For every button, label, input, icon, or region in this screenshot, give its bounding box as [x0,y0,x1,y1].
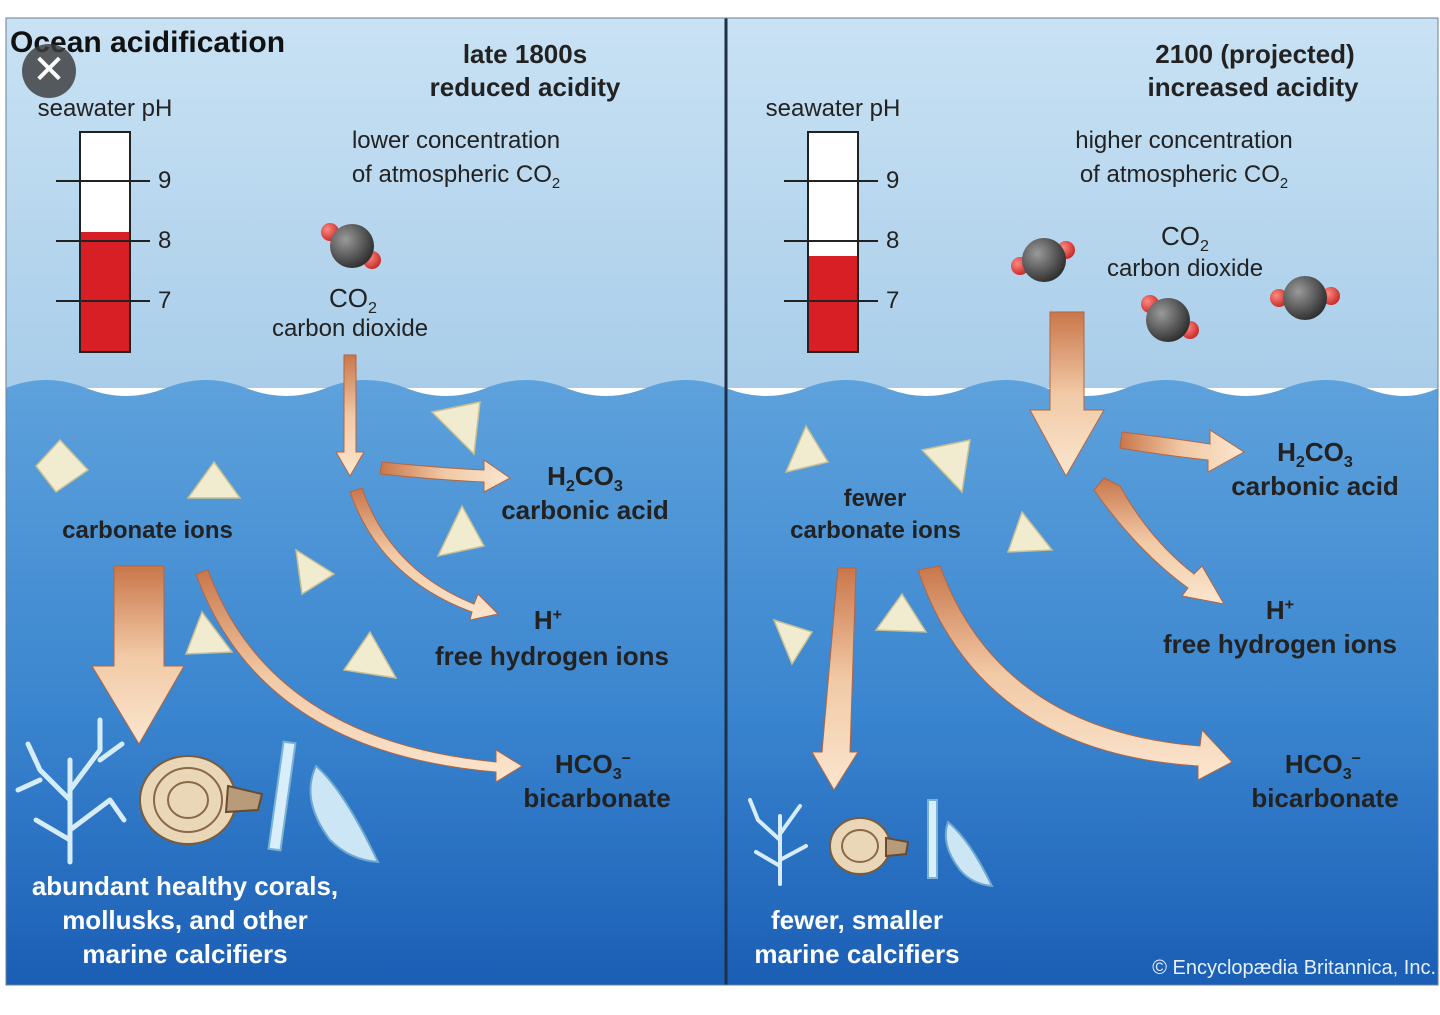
right-acid-formula: H2CO3 [1277,437,1353,472]
carbonate-crystal-icon [920,439,971,494]
right-co2-formula: CO2 [1161,221,1209,256]
right-concentration-line2: of atmospheric CO2 [1079,161,1289,192]
arrow-to-hydrogen-right [1093,477,1225,605]
left-acid-formula: H2CO3 [547,461,623,496]
right-co2-name: carbon dioxide [1106,255,1264,282]
mussel-shell-icon [267,740,380,864]
close-icon: ✕ [32,48,66,92]
carbonate-crystal-icon [295,548,336,596]
arrow-to-calcifiers-left [91,565,185,745]
co2-molecule-icon [321,223,381,269]
carbonate-crystal-icon [784,424,830,474]
right-carbonate-line1: fewer [843,485,907,512]
carbonate-crystal-icon [186,460,242,499]
left-acid-name: carbonic acid [501,495,669,525]
right-ph-label: seawater pH [765,95,901,122]
right-acid-name: carbonic acid [1231,471,1399,501]
carbonate-crystal-icon [874,592,928,633]
left-bicarbonate-formula: HCO3− [554,749,632,784]
nautilus-shell-icon [139,755,264,845]
co2-molecule-icon [1270,276,1340,320]
left-h-name: free hydrogen ions [434,641,670,671]
arrow-to-calcifiers-right [811,567,859,791]
carbonate-crystal-icon [1006,510,1054,553]
arrow-to-carbonic-acid-right [1119,429,1245,473]
right-acidity: increased acidity [1147,72,1359,102]
arrow-co2-down-left [335,354,365,477]
arrow-to-bicarbonate-left [195,569,523,783]
left-concentration-line2: of atmospheric CO2 [351,161,561,192]
copyright-notice: © Encyclopædia Britannica, Inc. [1152,957,1436,979]
left-era: late 1800s [462,39,588,69]
left-calcifiers-line1: abundant healthy corals, [31,871,339,901]
right-bicarbonate-formula: HCO3− [1284,749,1362,784]
left-co2-formula: CO2 [329,283,377,318]
carbonate-crystal-icon [430,401,481,456]
right-h-name: free hydrogen ions [1162,629,1398,659]
left-concentration-line1: lower concentration [351,127,561,154]
carbonate-crystal-icon [436,504,486,558]
ph-thermometer-right [784,131,878,353]
right-calcifiers-line1: fewer, smaller [771,905,943,935]
mussel-shell-icon [927,799,994,888]
right-ph-tick-8: 8 [886,227,900,254]
right-calcifiers-line2: marine calcifiers [754,939,960,969]
carbonate-crystal-icon [35,438,90,494]
left-calcifiers-line2: mollusks, and other [62,905,308,935]
co2-molecule-icon [1011,238,1075,282]
left-acidity: reduced acidity [429,72,621,102]
left-carbonate-label: carbonate ions [62,517,233,544]
left-ph-tick-8: 8 [158,227,172,254]
coral-icon [15,717,127,865]
arrow-to-carbonic-acid-left [379,459,511,493]
ph-thermometer-left [56,131,150,353]
right-ph-tick-9: 9 [886,167,900,194]
left-ph-label: seawater pH [37,95,173,122]
carbonate-crystal-icon [342,630,398,679]
coral-icon [748,798,808,886]
close-button[interactable]: ✕ [22,44,76,98]
right-carbonate-line2: carbonate ions [790,517,961,544]
arrow-co2-down-right [1029,311,1105,478]
right-h-formula: H+ [1265,595,1295,625]
arrow-to-hydrogen-left [349,487,500,621]
arrow-to-bicarbonate-right [917,565,1233,781]
left-calcifiers-line3: marine calcifiers [82,939,288,969]
carbonate-crystal-icon [772,618,814,666]
right-ph-tick-7: 7 [886,287,900,314]
ph-mercury-right [809,256,857,351]
left-bicarbonate-name: bicarbonate [523,783,671,813]
nautilus-shell-icon [829,817,910,875]
ph-mercury-left [81,232,129,351]
left-ph-tick-9: 9 [158,167,172,194]
co2-molecule-icon [1141,295,1199,342]
right-concentration-line1: higher concentration [1075,127,1293,154]
left-ph-tick-7: 7 [158,287,172,314]
right-era: 2100 (projected) [1155,39,1355,69]
sky-background [6,18,1438,388]
carbonate-crystal-icon [184,610,234,655]
right-bicarbonate-name: bicarbonate [1251,783,1399,813]
left-co2-name: carbon dioxide [271,315,429,342]
left-h-formula: H+ [533,605,563,635]
